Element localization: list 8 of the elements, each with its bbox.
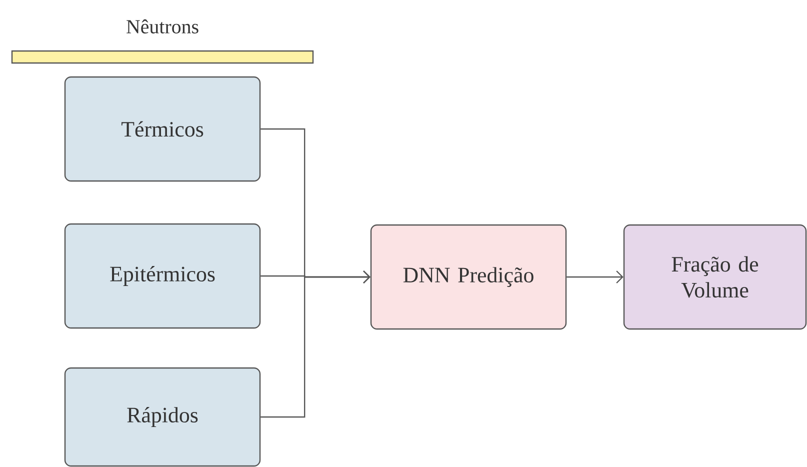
process-box: Térmicos bbox=[64, 76, 261, 182]
band-heading: Nêutrons bbox=[126, 19, 198, 34]
process-box: Epitérmicos bbox=[64, 223, 261, 329]
process-box: Fração de Volume bbox=[623, 224, 807, 330]
process-box: DNN Predição bbox=[370, 224, 567, 330]
arrow bbox=[260, 270, 370, 418]
arrow bbox=[566, 270, 624, 284]
process-box: Rápidos bbox=[64, 367, 261, 467]
